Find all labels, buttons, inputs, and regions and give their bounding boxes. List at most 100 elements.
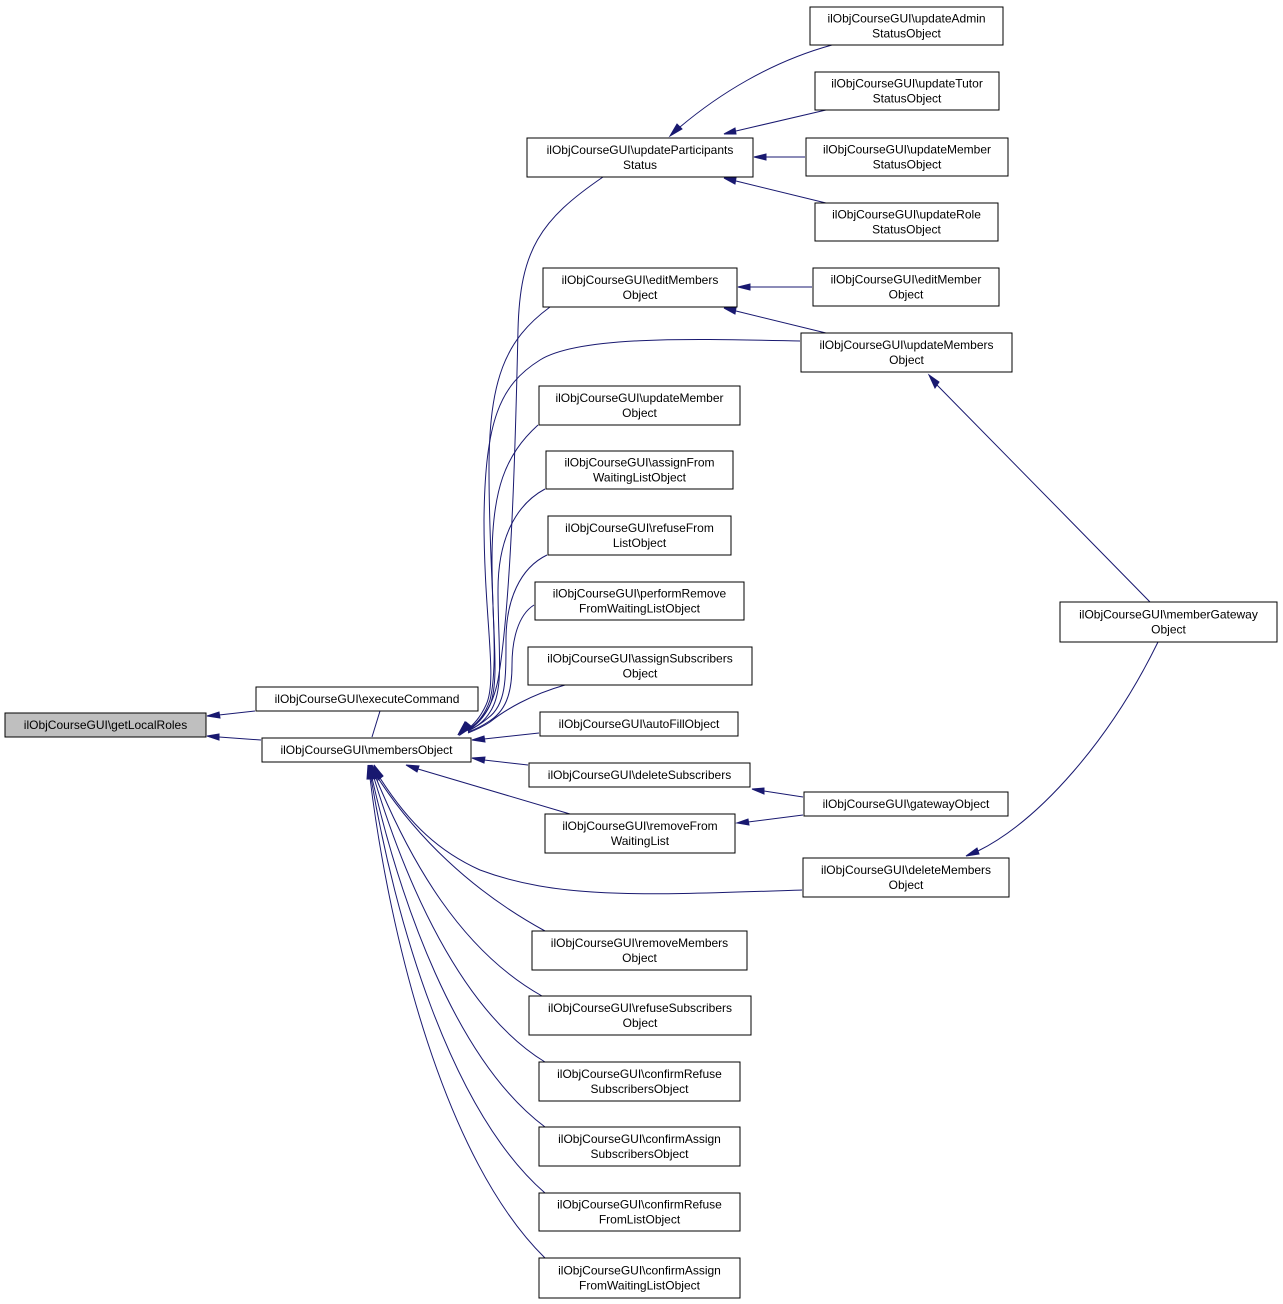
arrowhead-icon xyxy=(723,177,737,185)
node-label-line: ilObjCourseGUI\removeFrom xyxy=(562,819,717,833)
node-label-line: ilObjCourseGUI\getLocalRoles xyxy=(24,718,187,732)
edge-membersObject-to-getLocalRoles xyxy=(206,733,262,741)
node-label-line: ilObjCourseGUI\performRemove xyxy=(553,587,727,601)
edge-line xyxy=(977,641,1159,852)
edge-line xyxy=(467,424,539,732)
node-label-line: Object xyxy=(889,353,924,367)
node-performRemoveFromWaitingListObject[interactable]: ilObjCourseGUI\performRemoveFromWaitingL… xyxy=(534,581,745,621)
node-box xyxy=(261,737,472,763)
node-label-line: ilObjCourseGUI\deleteMembers xyxy=(821,863,991,877)
node-label-line: ilObjCourseGUI\updateTutor xyxy=(831,77,983,91)
edge-removeMembersObject-to-membersObject xyxy=(373,764,546,932)
node-assignFromWaitingListObject[interactable]: ilObjCourseGUI\assignFromWaitingListObje… xyxy=(545,450,734,490)
edge-line xyxy=(417,768,571,815)
node-label-line: ilObjCourseGUI\updateRole xyxy=(832,208,981,222)
edge-line xyxy=(371,777,546,1128)
node-label-line: ilObjCourseGUI\updateMember xyxy=(823,143,991,157)
edge-line xyxy=(735,180,827,204)
arrowhead-icon xyxy=(471,735,486,743)
node-box xyxy=(547,515,732,556)
node-label-line: ilObjCourseGUI\updateMembers xyxy=(819,338,993,352)
node-box xyxy=(255,686,479,712)
edge-assignSubscribersObject-to-membersObject xyxy=(467,684,566,734)
node-label-line: ilObjCourseGUI\updateParticipants xyxy=(547,143,734,157)
node-box xyxy=(542,267,738,308)
edge-updateMemberObject-to-membersObject xyxy=(467,424,539,732)
node-box xyxy=(538,1192,741,1232)
node-label-line: Object xyxy=(623,667,658,681)
edge-line xyxy=(379,777,803,895)
arrowhead-icon xyxy=(457,721,471,736)
edge-line xyxy=(370,777,546,1194)
node-label-line: ilObjCourseGUI\confirmRefuse xyxy=(557,1067,722,1081)
edge-updateAdminStatusObject-to-updateParticipantsStatus xyxy=(668,44,833,138)
node-label-line: FromWaitingListObject xyxy=(579,1279,701,1293)
node-box xyxy=(538,385,741,426)
node-box xyxy=(544,813,736,854)
arrowhead-icon xyxy=(735,818,750,826)
node-box xyxy=(800,332,1013,373)
edge-refuseFromListObject-to-membersObject xyxy=(467,554,548,732)
edges-layer xyxy=(206,44,1159,1259)
edge-updateMembersObject-to-editMembersObject xyxy=(723,307,827,334)
edge-confirmRefuseSubscribersObject-to-membersObject xyxy=(370,764,546,1063)
node-confirmAssignFromWaitingListObject[interactable]: ilObjCourseGUI\confirmAssignFromWaitingL… xyxy=(538,1257,741,1299)
node-executeCommand[interactable]: ilObjCourseGUI\executeCommand xyxy=(255,686,479,712)
node-box xyxy=(814,71,1000,111)
node-confirmAssignSubscribersObject[interactable]: ilObjCourseGUI\confirmAssignSubscribersO… xyxy=(538,1126,741,1167)
node-gatewayObject[interactable]: ilObjCourseGUI\gatewayObject xyxy=(803,791,1009,817)
node-label-line: FromListObject xyxy=(599,1213,681,1227)
node-autoFillObject[interactable]: ilObjCourseGUI\autoFillObject xyxy=(539,711,739,737)
node-label-line: Object xyxy=(622,406,657,420)
edge-memberGatewayObject-to-deleteMembersObject xyxy=(965,641,1159,857)
edge-updateMemberStatusObject-to-updateParticipantsStatus xyxy=(753,153,805,161)
edge-refuseSubscribersObject-to-membersObject xyxy=(371,764,543,997)
node-label-line: SubscribersObject xyxy=(590,1082,689,1096)
node-confirmRefuseSubscribersObject[interactable]: ilObjCourseGUI\confirmRefuseSubscribersO… xyxy=(538,1061,741,1102)
node-label-line: Object xyxy=(623,288,658,302)
node-label-line: WaitingListObject xyxy=(593,471,687,485)
edge-gatewayObject-to-removeFromWaitingList xyxy=(735,814,804,826)
node-membersObject[interactable]: ilObjCourseGUI\membersObject xyxy=(261,737,472,763)
node-label-line: SubscribersObject xyxy=(590,1147,689,1161)
node-label-line: ilObjCourseGUI\executeCommand xyxy=(275,692,460,706)
node-box xyxy=(1059,601,1278,643)
node-deleteSubscribers[interactable]: ilObjCourseGUI\deleteSubscribers xyxy=(528,762,751,788)
node-confirmRefuseFromListObject[interactable]: ilObjCourseGUI\confirmRefuseFromListObje… xyxy=(538,1192,741,1232)
arrowhead-icon xyxy=(723,127,737,135)
edge-memberGatewayObject-to-updateMembersObject xyxy=(927,373,1151,603)
node-box xyxy=(528,995,752,1036)
node-box xyxy=(545,450,734,490)
arrowhead-icon xyxy=(753,153,767,161)
arrowhead-icon xyxy=(405,764,420,773)
edge-line xyxy=(483,732,540,740)
edge-line xyxy=(369,777,546,1259)
edge-confirmAssignFromWaitingListObject-to-membersObject xyxy=(366,764,546,1259)
edge-performRemoveFromWaitingListObject-to-membersObject xyxy=(467,604,535,733)
node-label-line: ilObjCourseGUI\updateMember xyxy=(555,391,723,405)
node-label-line: ilObjCourseGUI\editMember xyxy=(831,273,982,287)
node-label-line: StatusObject xyxy=(873,92,942,106)
edge-updateTutorStatusObject-to-updateParticipantsStatus xyxy=(723,109,827,135)
edge-line xyxy=(763,790,804,798)
node-label-line: ilObjCourseGUI\autoFillObject xyxy=(559,717,720,731)
edge-autoFillObject-to-membersObject xyxy=(471,732,540,743)
edge-line xyxy=(467,554,548,732)
